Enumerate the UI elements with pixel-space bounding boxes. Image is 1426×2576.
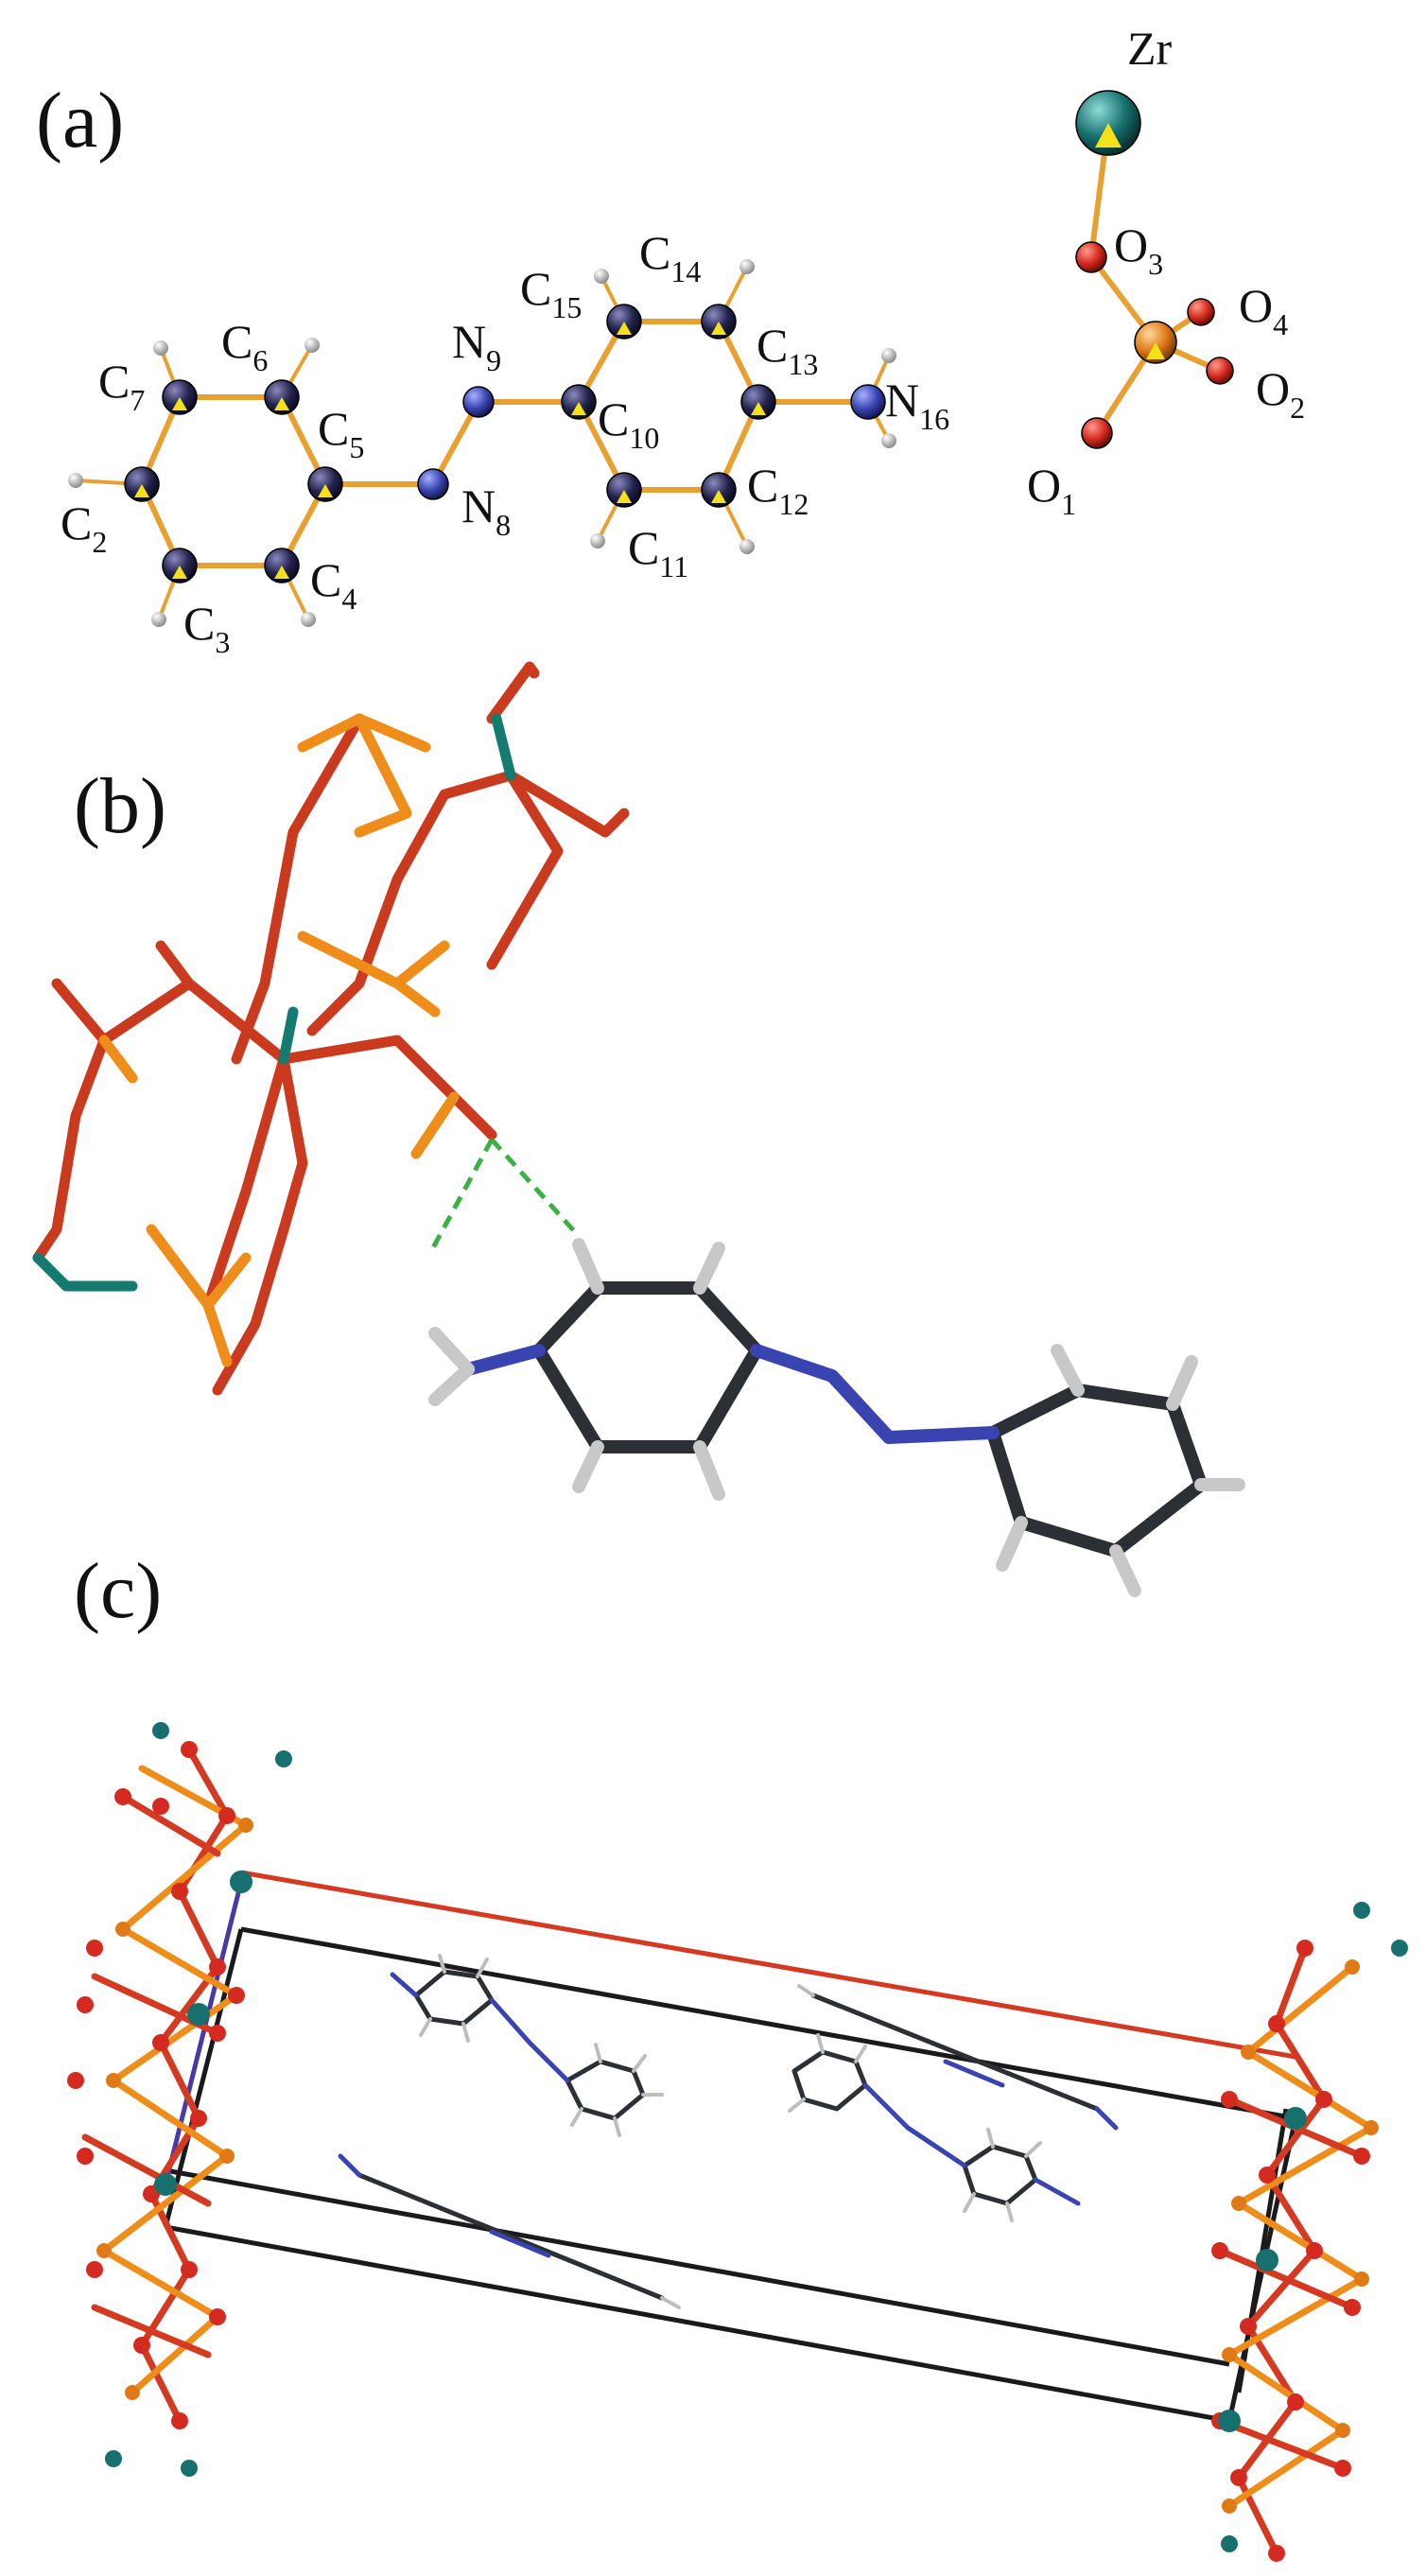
- panel-a-atom-labels: Zr O3 O4 O2 O1 N9 N8 N16 C7 C6 C5 C2 C4 …: [61, 22, 1305, 659]
- panel-c-label: (c): [74, 1547, 162, 1635]
- label-c3: C3: [183, 597, 230, 659]
- left-chain-atoms: [67, 1722, 292, 2477]
- hydrogen-bonds: [427, 1138, 579, 1255]
- right-chain-atoms: [1211, 1902, 1408, 2562]
- label-o1: O1: [1027, 459, 1076, 521]
- panel-c: (c): [67, 1547, 1408, 2562]
- panel-b-label: (b): [74, 762, 166, 850]
- label-c15: C15: [520, 262, 582, 324]
- panel-a-octants: [134, 123, 1165, 579]
- label-c4: C4: [310, 553, 356, 616]
- label-c2: C2: [61, 496, 107, 559]
- label-c11: C11: [628, 521, 688, 583]
- label-n8: N8: [461, 479, 511, 542]
- panel-b: (b): [32, 661, 1245, 1597]
- label-n9: N9: [452, 315, 501, 377]
- panel-a-hydrogens: [68, 259, 896, 627]
- unit-cell: [163, 1870, 1298, 2424]
- label-c6: C6: [221, 315, 268, 377]
- label-o2: O2: [1256, 362, 1305, 425]
- label-c5: C5: [318, 402, 364, 464]
- label-c10: C10: [598, 392, 659, 455]
- label-c12: C12: [747, 459, 809, 521]
- azobenzene-molecule: [428, 1238, 1245, 1597]
- label-zr: Zr: [1127, 22, 1173, 75]
- panel-a: (a): [36, 22, 1305, 659]
- label-c13: C13: [756, 319, 818, 381]
- panel-a-label: (a): [36, 77, 124, 165]
- label-o3: O3: [1114, 218, 1163, 281]
- label-c7: C7: [98, 355, 145, 417]
- cell-molecules: [338, 1954, 1119, 2309]
- zr-phosphate-chain: [32, 661, 630, 1396]
- label-c14: C14: [639, 226, 701, 288]
- label-n16: N16: [885, 374, 949, 436]
- label-o4: O4: [1239, 279, 1288, 341]
